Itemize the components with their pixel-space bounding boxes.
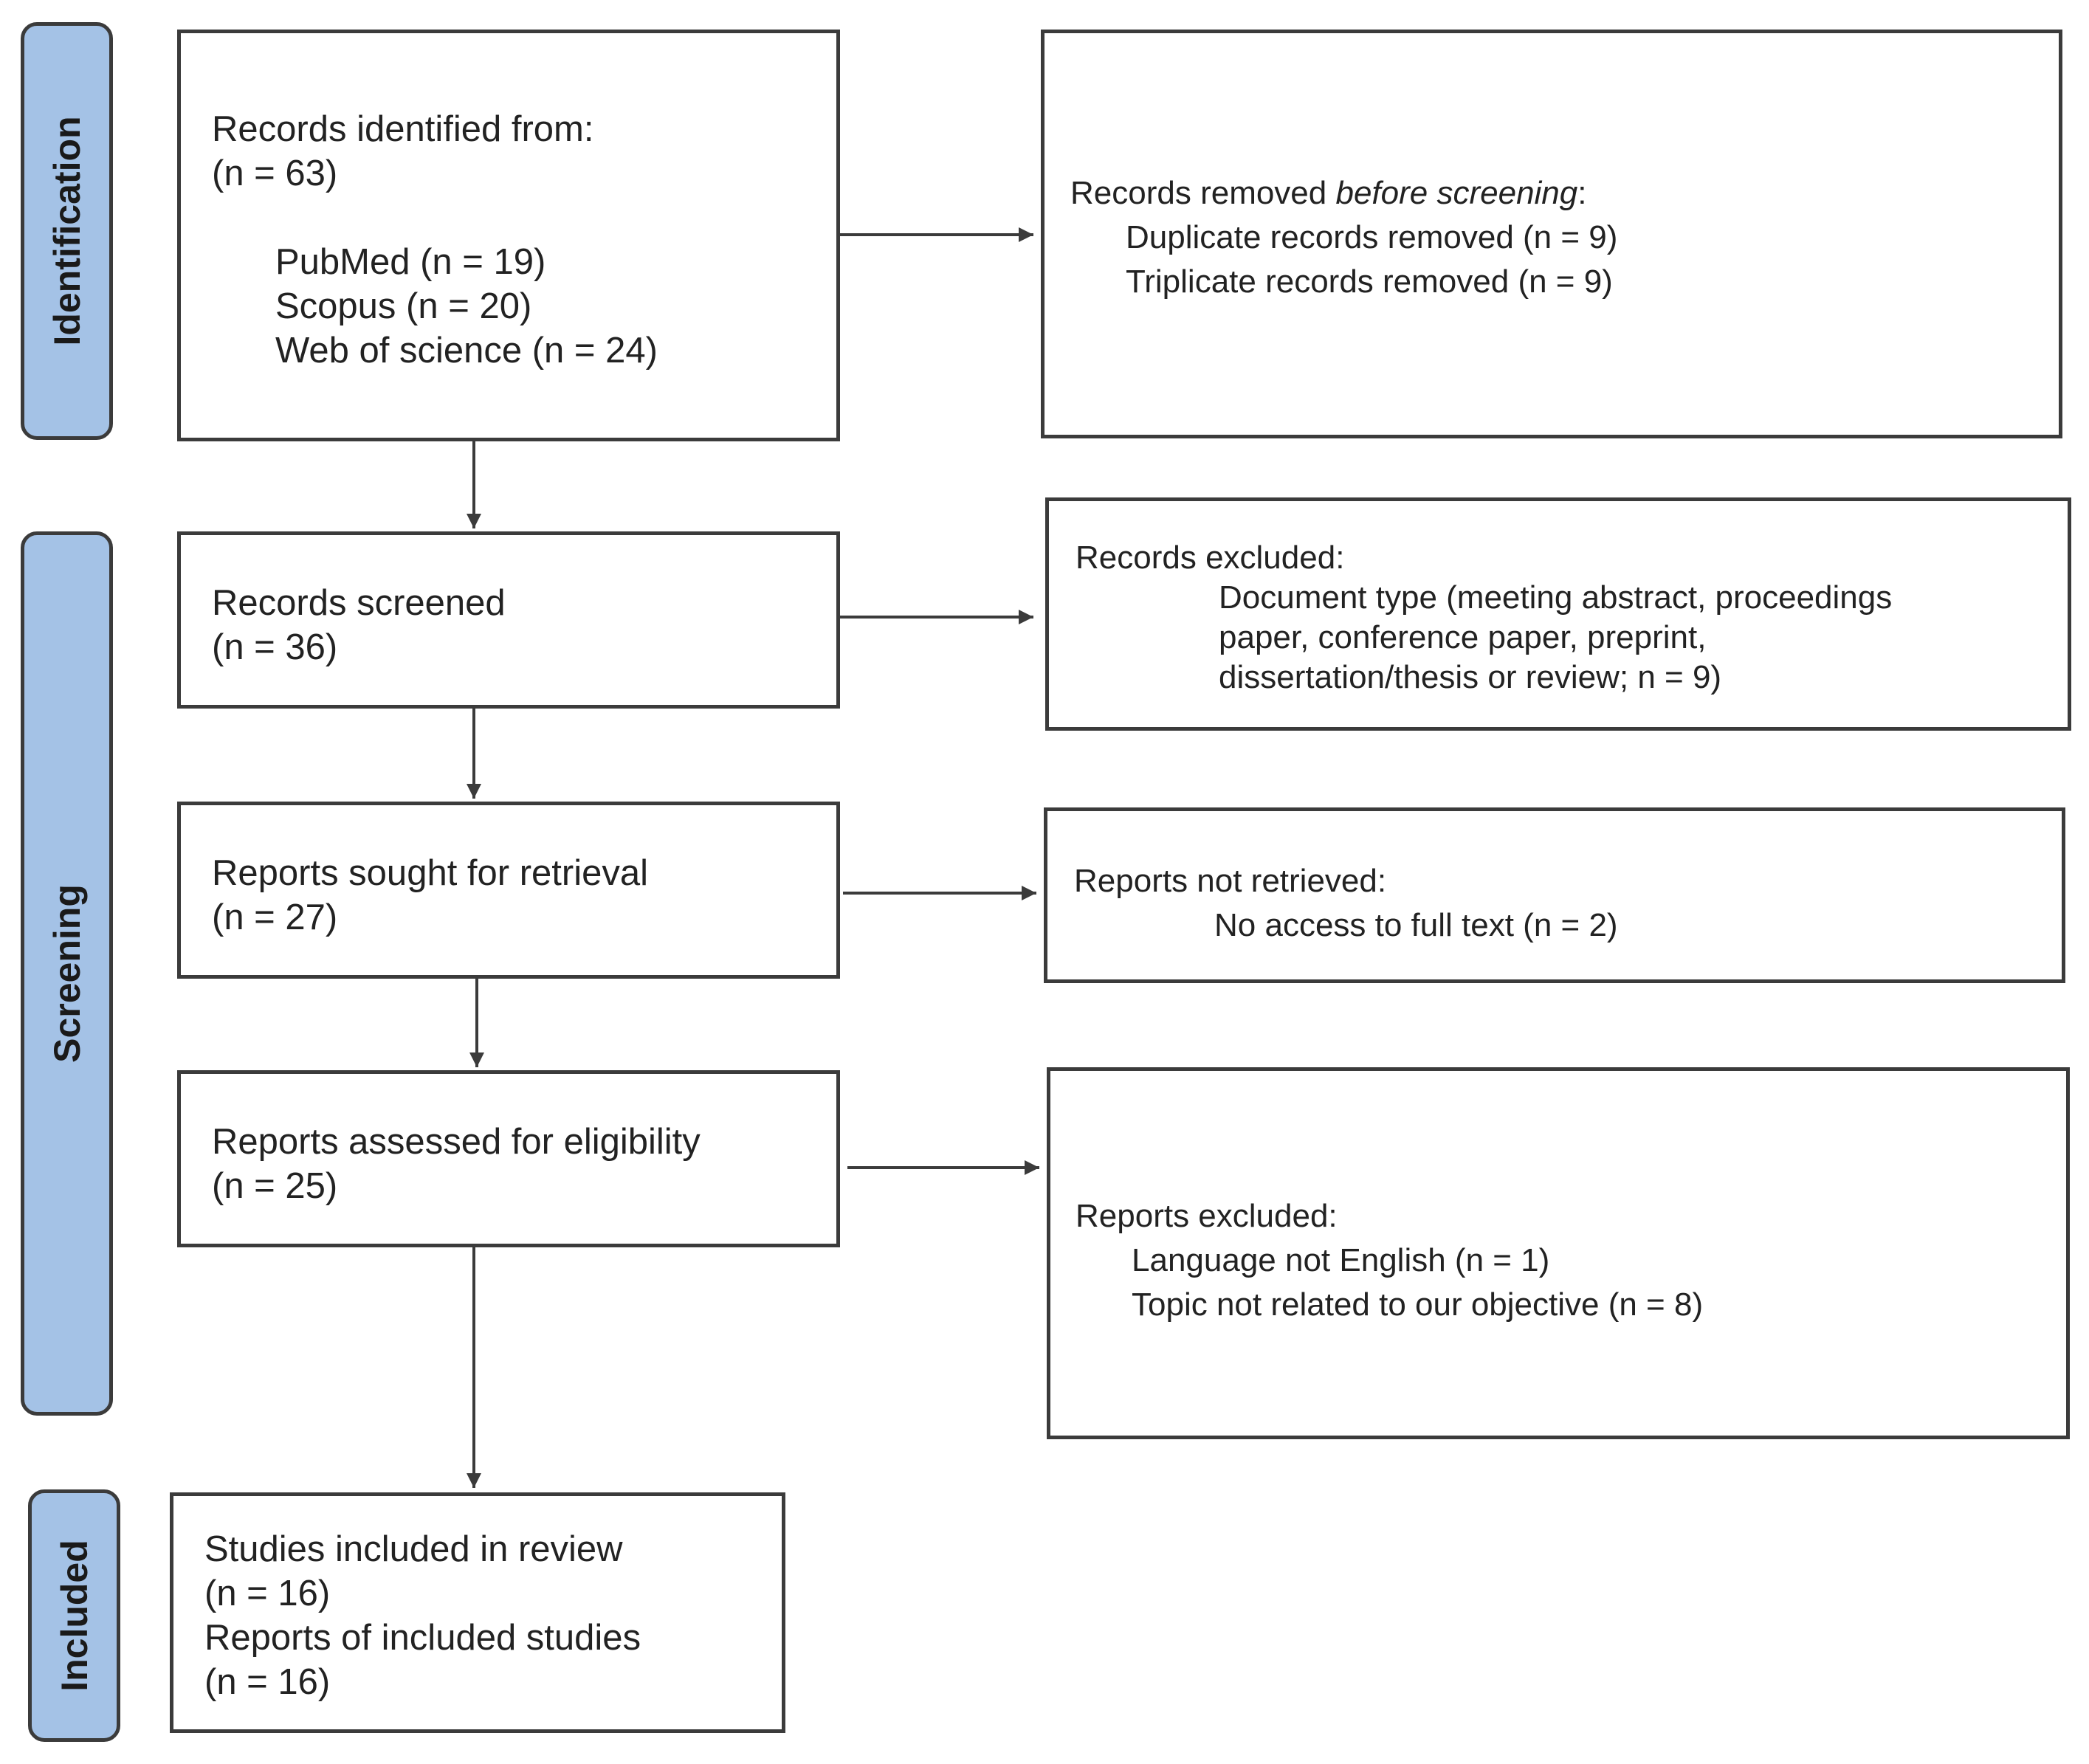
box-reports-assessed: Reports assessed for eligibility (n = 25… <box>177 1070 840 1247</box>
box-records-removed: Records removed before screening: Duplic… <box>1041 30 2062 438</box>
phase-identification: Identification <box>21 22 113 440</box>
included-studies-title: Studies included in review <box>204 1529 623 1569</box>
removed-duplicate: Duplicate records removed (n = 9) <box>1126 219 1618 255</box>
reports-excluded-topic: Topic not related to our objective (n = … <box>1132 1286 1704 1323</box>
box-records-screened: Records screened (n = 36) <box>177 531 840 709</box>
records-excluded-line-2: paper, conference paper, preprint, <box>1219 619 1707 655</box>
box-reports-excluded: Reports excluded: Language not English (… <box>1047 1067 2070 1439</box>
assessed-title: Reports assessed for eligibility <box>212 1122 701 1162</box>
included-studies-count: (n = 16) <box>204 1574 331 1613</box>
records-excluded-line-3: dissertation/thesis or review; n = 9) <box>1219 659 1722 695</box>
source-pubmed: PubMed (n = 19) <box>275 242 546 282</box>
not-retrieved-title: Reports not retrieved: <box>1074 863 1387 899</box>
identified-count: (n = 63) <box>212 154 338 193</box>
box-records-identified: Records identified from: (n = 63) PubMed… <box>177 30 840 441</box>
phase-screening: Screening <box>21 531 113 1416</box>
records-excluded-title: Records excluded: <box>1076 540 1345 576</box>
reports-excluded-title: Reports excluded: <box>1076 1198 1338 1234</box>
phase-included: Included <box>28 1489 120 1742</box>
source-scopus: Scopus (n = 20) <box>275 286 532 326</box>
included-reports-count: (n = 16) <box>204 1662 331 1702</box>
box-reports-not-retrieved: Reports not retrieved: No access to full… <box>1044 807 2065 983</box>
records-excluded-line-1: Document type (meeting abstract, proceed… <box>1219 579 1893 616</box>
box-records-excluded: Records excluded: Document type (meeting… <box>1045 497 2071 731</box>
screened-title: Records screened <box>212 583 506 623</box>
reports-excluded-language: Language not English (n = 1) <box>1132 1242 1550 1278</box>
included-reports-title: Reports of included studies <box>204 1618 641 1658</box>
box-reports-sought: Reports sought for retrieval (n = 27) <box>177 802 840 979</box>
removed-title: Records removed before screening: <box>1070 175 1587 211</box>
not-retrieved-item: No access to full text (n = 2) <box>1214 907 1618 943</box>
box-studies-included: Studies included in review (n = 16) Repo… <box>170 1492 785 1733</box>
assessed-count: (n = 25) <box>212 1166 338 1206</box>
source-web-of-science: Web of science (n = 24) <box>275 331 658 371</box>
identified-title: Records identified from: <box>212 109 594 149</box>
screened-count: (n = 36) <box>212 627 338 667</box>
sought-count: (n = 27) <box>212 897 338 937</box>
removed-triplicate: Triplicate records removed (n = 9) <box>1126 263 1613 300</box>
sought-title: Reports sought for retrieval <box>212 853 648 893</box>
